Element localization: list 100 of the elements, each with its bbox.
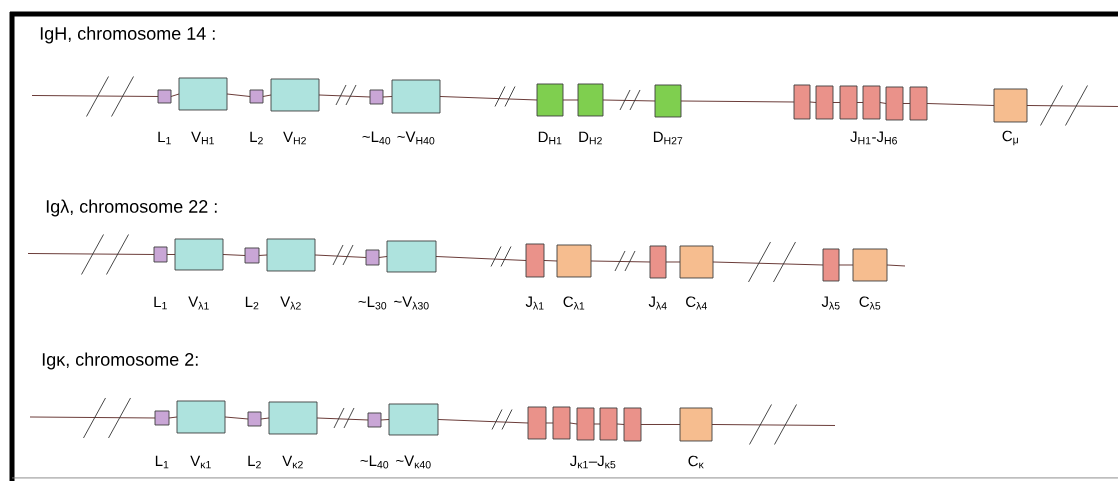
dna-line	[380, 419, 390, 421]
segment-label: V$_{H1}$	[191, 131, 214, 145]
gene-segment-box	[909, 86, 928, 121]
dna-line	[262, 94, 272, 97]
gene-segment-box	[247, 411, 262, 427]
dna-line	[258, 254, 268, 256]
gene-segment-box	[679, 407, 713, 442]
locus-heading: Igλ, chromosome 22 :	[46, 199, 217, 217]
dna-line	[886, 264, 906, 267]
dna-line	[1026, 105, 1118, 107]
gene-segment-box	[552, 406, 571, 440]
dna-line	[435, 256, 527, 261]
dna-line	[879, 102, 887, 104]
gene-segment-box	[391, 79, 441, 114]
gene-segment-box	[599, 407, 618, 441]
gene-segment-box	[885, 86, 904, 121]
dna-line	[680, 100, 795, 103]
segment-label: L$_{2}$	[250, 131, 263, 145]
segment-label: L$_{2}$	[245, 296, 259, 310]
gene-segment-box	[369, 89, 384, 105]
dna-line	[809, 101, 817, 103]
segment-label: D$_{H1}$	[538, 131, 562, 145]
gene-segment-box	[266, 238, 316, 272]
segment-label: ~L$_{40}$	[362, 131, 391, 145]
segment-label: V$_{H2}$	[283, 131, 306, 145]
segment-label: C$_{μ}$	[1002, 130, 1018, 146]
dna-line	[224, 416, 249, 420]
segment-label: C$_{κ}$	[688, 455, 704, 469]
segment-label: ~L$_{30}$	[358, 296, 387, 310]
dna-line	[31, 95, 159, 97]
segment-label: C$_{λ4}$	[686, 296, 707, 310]
segment-label: D$_{H27}$	[653, 131, 683, 145]
locus-heading: Igκ, chromosome 2:	[42, 352, 198, 370]
gene-segment-box	[852, 248, 888, 282]
gene-segment-box	[577, 83, 604, 117]
gene-segment-box	[839, 85, 858, 120]
gene-segment-box	[249, 89, 264, 104]
dna-line	[166, 254, 176, 255]
segment-label: J$_{H1}$-J$_{H6}$	[850, 131, 897, 145]
dna-line	[543, 260, 558, 262]
segment-label: ~L$_{40}$	[360, 455, 389, 469]
dna-line	[590, 260, 651, 263]
gene-segment-box	[623, 407, 642, 442]
gene-segment-box	[822, 248, 840, 282]
gene-segment-box	[270, 78, 320, 112]
dna-line	[902, 103, 911, 104]
gene-segment-box	[993, 88, 1028, 123]
segment-label: V$_{λ2}$	[280, 296, 301, 310]
locus-heading: IgH, chromosome 14 :	[40, 26, 215, 44]
segment-label: V$_{λ1}$	[188, 296, 209, 310]
gene-segment-box	[154, 410, 170, 426]
dna-line	[222, 254, 246, 256]
gene-segment-box	[367, 412, 382, 428]
gene-segment-box	[268, 401, 318, 435]
gene-segment-box	[527, 406, 547, 440]
dna-line	[562, 99, 579, 101]
dna-line	[382, 96, 393, 98]
segment-label: J$_{λ1}$	[525, 296, 544, 310]
segment-label: L$_{1}$	[154, 296, 167, 310]
segment-label: C$_{λ1}$	[563, 296, 585, 310]
gene-segment-box	[153, 246, 168, 263]
dna-line	[832, 102, 841, 103]
dna-line	[260, 417, 270, 420]
segment-label: C$_{λ5}$	[859, 296, 881, 310]
segment-label: V$_{κ2}$	[282, 455, 303, 469]
dna-line	[602, 99, 656, 102]
gene-segment-box	[649, 245, 667, 279]
dna-line	[29, 416, 156, 419]
segment-label: ~V$_{H40}$	[397, 131, 435, 145]
dna-line	[545, 422, 554, 424]
gene-segment-box	[556, 244, 592, 278]
gene-segment-box	[862, 85, 881, 120]
dna-line	[640, 424, 681, 425]
dna-line	[27, 253, 155, 255]
segment-label: L$_{1}$	[155, 455, 169, 469]
gene-segment-box	[679, 245, 714, 279]
dna-line	[378, 256, 388, 258]
dna-line	[712, 261, 824, 266]
dna-line	[316, 417, 369, 421]
dna-line	[838, 264, 854, 266]
segment-label: J$_{κ1}$–J$_{κ5}$	[570, 455, 616, 469]
gene-segment-box	[388, 403, 439, 436]
gene-segment-box	[244, 247, 260, 264]
gene-segment-box	[157, 89, 172, 104]
dna-line	[569, 422, 578, 425]
segment-label: J$_{λ5}$	[821, 296, 840, 310]
dna-line	[856, 102, 864, 103]
dna-line	[616, 423, 625, 425]
gene-segment-box	[178, 77, 228, 111]
segment-label: L$_{2}$	[248, 455, 261, 469]
dna-line	[665, 261, 681, 263]
dna-line	[170, 93, 180, 97]
gene-segment-box	[793, 84, 811, 120]
gene-segment-box	[654, 84, 682, 118]
gene-segment-box	[176, 400, 226, 434]
gene-segment-box	[174, 238, 224, 271]
gene-segment-box	[525, 243, 545, 278]
dna-line	[318, 94, 371, 98]
gene-segment-box	[386, 240, 437, 273]
segment-label: L$_{1}$	[158, 131, 171, 145]
